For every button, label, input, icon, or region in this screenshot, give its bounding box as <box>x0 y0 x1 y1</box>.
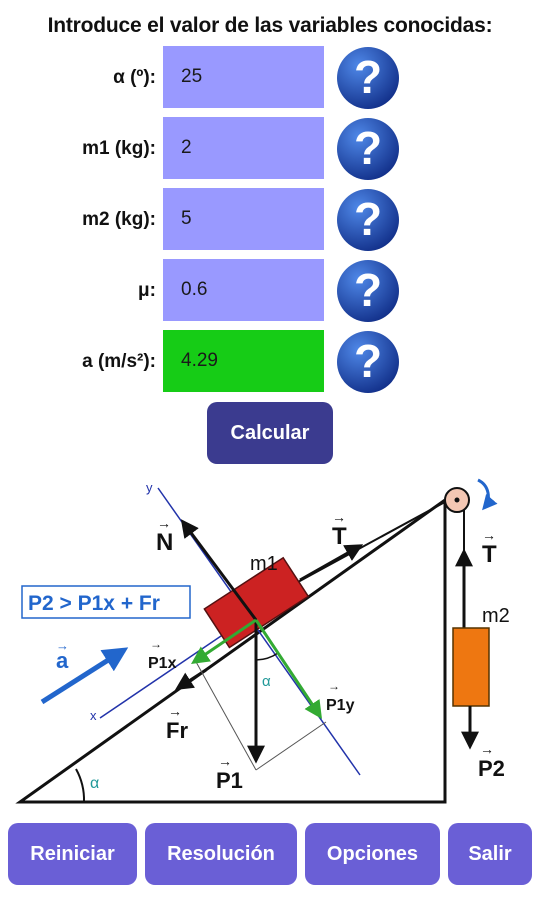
tension-incline-label: T <box>332 523 347 550</box>
projection-guide-1 <box>194 659 257 771</box>
field-row-m2: m2 (kg): 5 ? <box>0 188 540 252</box>
field-row-m1: m1 (kg): 2 ? <box>0 117 540 181</box>
base-angle-label: α <box>90 775 99 792</box>
acceleration-label: a <box>56 648 69 673</box>
acceleration-label: a (m/s²): <box>82 351 156 372</box>
block-angle-label: α <box>262 673 271 690</box>
m2-help-question-mark-icon[interactable]: ? <box>336 188 400 252</box>
tension-vector-mark: → <box>332 509 346 525</box>
page-title: Introduce el valor de las variables cono… <box>47 14 493 37</box>
acceleration-vector-mark: → <box>56 638 69 653</box>
svg-text:?: ? <box>354 193 382 245</box>
p1x-vector-mark: → <box>150 637 162 651</box>
base-angle-arc <box>75 768 86 803</box>
weight-p1-label: P1 <box>216 768 243 793</box>
p1x-component-arrow <box>191 618 257 665</box>
svg-text:?: ? <box>354 122 382 174</box>
calculate-button[interactable]: Calcular <box>207 402 333 464</box>
solution-button[interactable]: Resolución <box>145 823 297 885</box>
p1x-label: P1x <box>148 655 177 672</box>
reset-button[interactable]: Reiniciar <box>8 823 137 885</box>
acceleration-help-question-mark-icon[interactable]: ? <box>336 330 400 394</box>
friction-label: Fr <box>166 718 188 743</box>
p1y-vector-mark: → <box>328 679 340 693</box>
normal-vector-mark: → <box>157 515 171 531</box>
friction-vector-mark: → <box>168 703 182 719</box>
mu-help-question-mark-icon[interactable]: ? <box>336 259 400 323</box>
m1-label: m1 (kg): <box>82 138 156 159</box>
m2-label: m2 (kg): <box>82 209 156 230</box>
incline-pulley-diagram: α x y m1 N → T → Fr → P1 → α P1x → P1y →… <box>15 478 510 804</box>
field-row-alpha: α (º): 25 ? <box>0 46 540 110</box>
svg-text:?: ? <box>354 264 382 316</box>
field-row-mu: μ: 0.6 ? <box>0 259 540 323</box>
formula-box <box>21 585 191 619</box>
m1-block-label: m1 <box>250 553 278 575</box>
m2-input[interactable]: 5 <box>163 188 324 250</box>
mu-input[interactable]: 0.6 <box>163 259 324 321</box>
block-m2 <box>452 627 490 707</box>
mu-label: μ: <box>138 280 156 301</box>
weight-p1-vector-mark: → <box>218 753 232 769</box>
incline-triangle <box>15 497 447 804</box>
options-button[interactable]: Opciones <box>305 823 440 885</box>
alpha-input[interactable]: 25 <box>163 46 324 108</box>
tension-vertical-label: T <box>482 541 497 568</box>
weight-p2-label: P2 <box>478 756 505 781</box>
block-m1 <box>203 556 310 649</box>
m2-block-label: m2 <box>482 605 510 627</box>
pulley-rotation-arrow <box>477 478 498 511</box>
x-axis-label: x <box>90 708 97 723</box>
field-row-acceleration: a (m/s²): 4.29 ? <box>0 330 540 394</box>
acceleration-result[interactable]: 4.29 <box>163 330 324 392</box>
friction-arrow <box>174 668 207 690</box>
y-axis-label: y <box>146 480 153 495</box>
tension-vertical-vector-mark: → <box>482 527 496 543</box>
m1-help-question-mark-icon[interactable]: ? <box>336 117 400 181</box>
formula-text: P2 > P1x + Fr <box>28 592 160 615</box>
pulley-axle <box>454 497 460 503</box>
p1y-label: P1y <box>326 697 355 714</box>
svg-text:?: ? <box>354 51 382 103</box>
normal-force-label: N <box>156 529 173 556</box>
m1-input[interactable]: 2 <box>163 117 324 179</box>
acceleration-arrow <box>40 647 129 705</box>
exit-button[interactable]: Salir <box>448 823 532 885</box>
projection-guide-2 <box>255 721 327 771</box>
alpha-label: α (º): <box>113 67 156 88</box>
normal-force-arrow <box>180 519 258 621</box>
alpha-help-question-mark-icon[interactable]: ? <box>336 46 400 110</box>
p1y-component-arrow <box>254 619 322 719</box>
weight-p2-vector-mark: → <box>480 741 494 757</box>
svg-text:?: ? <box>354 335 382 387</box>
tension-incline-arrow <box>299 544 364 582</box>
